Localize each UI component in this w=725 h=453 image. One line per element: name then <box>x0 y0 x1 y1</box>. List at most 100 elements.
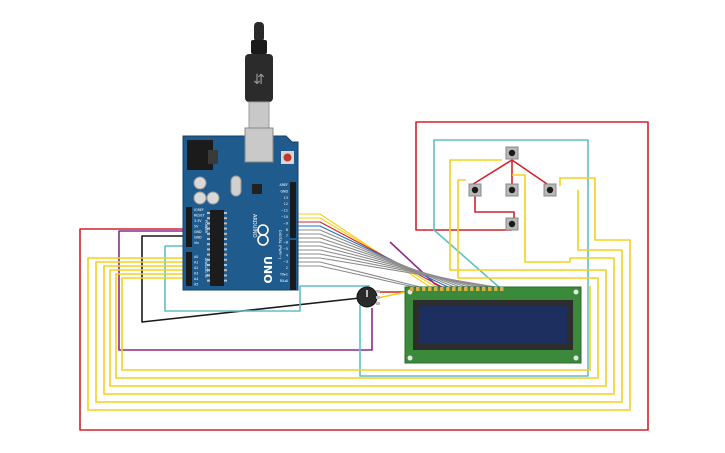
usb-plug-metal <box>248 101 270 129</box>
wire-d2[interactable] <box>294 257 497 288</box>
pot-pin-3 <box>376 302 380 305</box>
board-brand: ARDUINO <box>251 214 257 238</box>
crystal <box>230 175 242 197</box>
capacitor-2 <box>193 191 207 205</box>
power-pin-label: IOREF <box>194 208 204 212</box>
lcd-pin[interactable] <box>482 287 486 291</box>
chip-pin <box>224 232 227 235</box>
reset-button[interactable] <box>283 153 292 162</box>
lcd-header-pins <box>410 287 504 291</box>
lcd-pin[interactable] <box>410 287 414 291</box>
analog-pin-label: A2 <box>194 266 198 270</box>
digital-header-bottom <box>290 240 296 290</box>
digital-pin-label: GND <box>280 189 288 193</box>
potentiometer[interactable] <box>356 286 380 308</box>
push-button-top[interactable] <box>505 146 519 160</box>
wire-red-outer[interactable] <box>79 121 649 431</box>
digital-pin-label: 12 <box>284 202 288 206</box>
wire-red-buttons[interactable] <box>469 159 551 220</box>
power-pin-label: 3.3V <box>194 219 202 223</box>
chip-pin <box>207 258 210 261</box>
lcd-pin[interactable] <box>464 287 468 291</box>
wire-d3[interactable] <box>294 253 491 288</box>
pot-pin-1 <box>376 290 380 293</box>
wire-d0[interactable] <box>294 265 415 288</box>
chip-pin <box>207 279 210 282</box>
wire-cyan[interactable] <box>164 139 589 377</box>
digital-pin-label: 8 <box>286 228 288 232</box>
lcd-pin[interactable] <box>488 287 492 291</box>
usb-cable[interactable]: ⇵ <box>245 22 273 129</box>
chip-pin <box>207 212 210 214</box>
lcd-pin[interactable] <box>500 287 504 291</box>
wire-black[interactable] <box>141 235 361 323</box>
lcd-pin[interactable] <box>434 287 438 291</box>
lcd-pin[interactable] <box>440 287 444 291</box>
chip-pin <box>224 274 227 277</box>
lcd-pin[interactable] <box>494 287 498 291</box>
wire-yellow-3[interactable] <box>103 174 615 395</box>
arduino-logo-right <box>257 234 269 246</box>
analog-header <box>186 252 192 286</box>
chip-pin <box>207 248 210 251</box>
usb-jack <box>244 127 274 163</box>
wire-yellow-4[interactable] <box>109 159 607 387</box>
lcd-pin[interactable] <box>452 287 456 291</box>
power-pin-label: Vin <box>194 241 199 245</box>
push-button-bottom[interactable] <box>505 217 519 231</box>
push-buttons <box>468 146 557 231</box>
power-header <box>186 207 192 247</box>
chip-pin <box>207 264 210 266</box>
digital-group-label: DIGITAL (PWM~) <box>278 230 282 260</box>
digital-pin-label: RX◂0 <box>280 279 288 283</box>
lcd-pin[interactable] <box>422 287 426 291</box>
wire-d1[interactable] <box>294 261 421 288</box>
board-model: UNO <box>261 256 274 284</box>
usb-plug-body <box>245 54 273 102</box>
analog-group-label: ANALOG IN <box>204 258 208 278</box>
chip-pin <box>224 222 227 225</box>
wire-yellow-6[interactable] <box>121 277 591 371</box>
chip-pin <box>224 269 227 272</box>
chip-pin <box>224 264 227 266</box>
lcd-mount-hole-tr <box>573 289 579 295</box>
lcd-pin[interactable] <box>470 287 474 291</box>
chip-pin <box>224 258 227 261</box>
lcd-pin[interactable] <box>476 287 480 291</box>
wire-yellow-2[interactable] <box>95 190 623 403</box>
power-jack-inner <box>208 150 218 164</box>
lcd-mount-hole-br <box>573 355 579 361</box>
digital-pin-label: ~9 <box>283 221 288 225</box>
power-pin-label: 5V <box>194 225 199 229</box>
lcd-pin[interactable] <box>416 287 420 291</box>
usb-icon: ⇵ <box>253 72 265 88</box>
lcd-pin[interactable] <box>428 287 432 291</box>
lcd-mount-hole-bl <box>407 355 413 361</box>
lcd-16x2[interactable] <box>404 286 582 364</box>
wire-yellow-5[interactable] <box>115 179 599 379</box>
digital-pin-label: 2 <box>286 266 288 270</box>
wire-yellow-1[interactable] <box>87 177 631 411</box>
wires <box>79 121 649 431</box>
chip-pin <box>207 238 210 240</box>
capacitor-1 <box>193 176 207 190</box>
power-pin-label: GND <box>194 236 202 240</box>
chip-pin <box>224 238 227 240</box>
push-button-left[interactable] <box>468 183 482 197</box>
chip-pin <box>224 279 227 282</box>
lcd-screen <box>419 306 567 344</box>
pot-pin-2 <box>376 296 380 299</box>
lcd-pin[interactable] <box>446 287 450 291</box>
lcd-pin[interactable] <box>458 287 462 291</box>
usb-cable-neck <box>251 40 267 54</box>
digital-pin-label: 7 <box>286 234 288 238</box>
push-button-center[interactable] <box>505 183 519 197</box>
chip-pin <box>207 274 210 277</box>
chip-pin <box>207 243 210 246</box>
digital-pin-label: ~6 <box>283 241 288 245</box>
wire-bus-digital <box>294 213 497 288</box>
push-button-right[interactable] <box>543 183 557 197</box>
